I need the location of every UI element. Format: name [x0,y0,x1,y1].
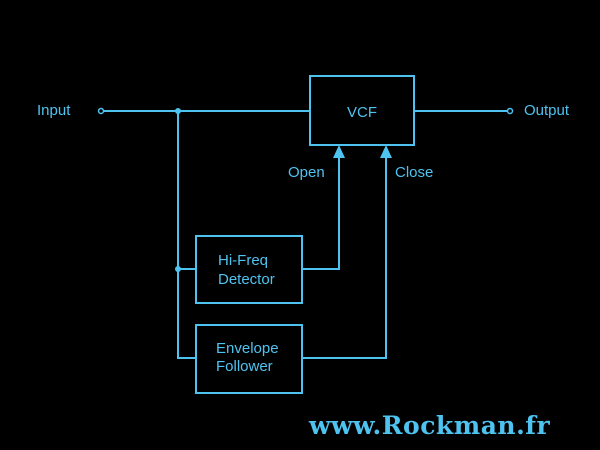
sidechain-bus [177,111,196,359]
hifreq-label-line1: Hi-Freq [218,252,269,269]
output-label: Output [524,102,570,119]
open-label: Open [288,164,325,181]
close-arrow-icon [380,145,392,158]
open-control-wire [302,157,340,270]
input-label: Input [37,102,71,119]
watermark: www.Rockman.fr [309,411,551,440]
junction-dot-top [175,108,181,114]
close-control-wire [302,157,387,359]
output-terminal [506,107,514,115]
envelope-label-line2: Follower [216,358,273,375]
open-arrow-icon [333,145,345,158]
envelope-label-line1: Envelope [216,340,279,357]
junction-dot-hifreq [175,266,181,272]
close-label: Close [395,164,434,181]
hifreq-label-line2: Detector [218,271,275,288]
input-terminal [97,107,105,115]
vcf-label: VCF [347,104,377,121]
vcf-block [309,75,415,146]
